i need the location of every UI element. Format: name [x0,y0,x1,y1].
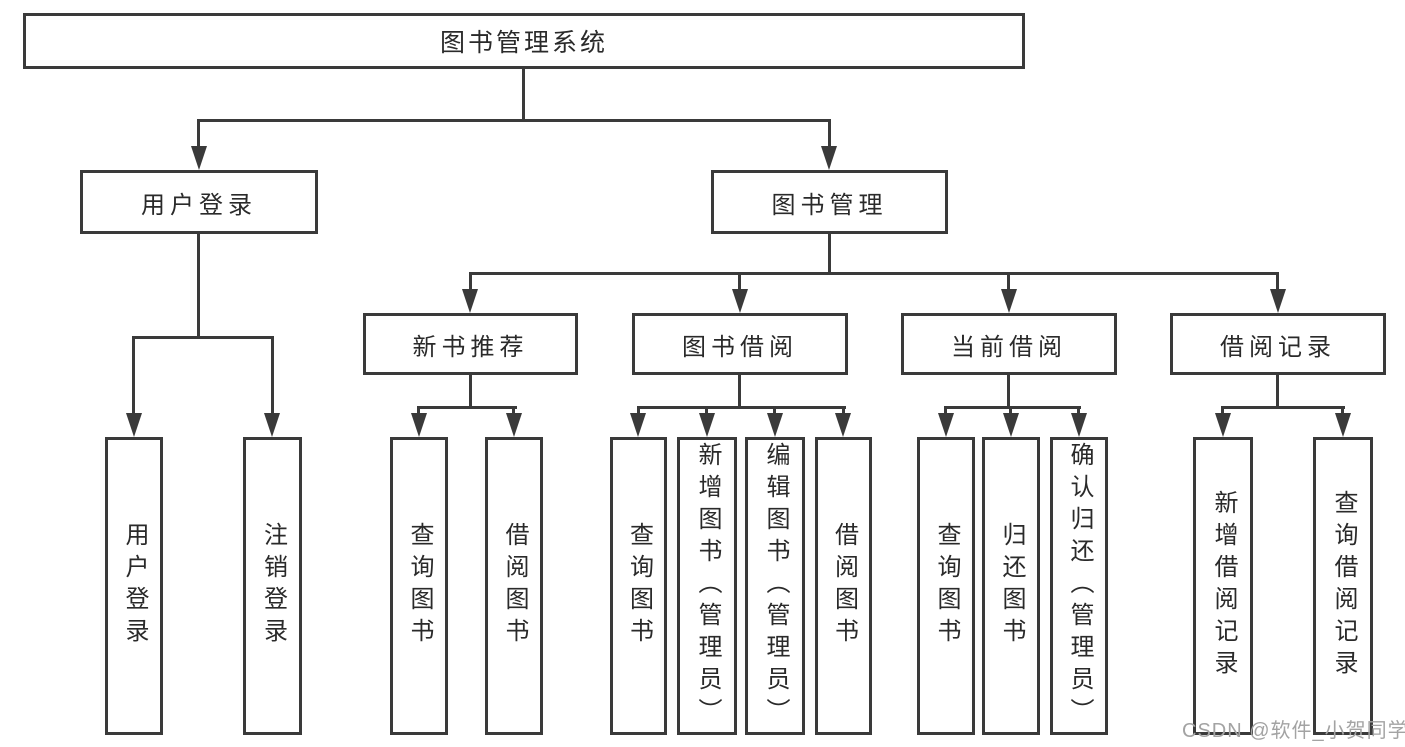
connector-vline [1007,272,1010,289]
connector-hline [944,406,1081,409]
connector-vline [1221,406,1224,415]
arrowhead-down [126,413,142,437]
arrowhead-down [1003,413,1019,437]
leaf-query-books-recommend: 查询图书 [390,437,448,735]
arrowhead-down [767,413,783,437]
arrowhead-down [462,289,478,313]
leaf-borrow-books-recommend: 借阅图书 [485,437,543,735]
arrowhead-down [938,413,954,437]
leaf-borrow-books-label: 借阅图书 [830,522,858,650]
leaf-query-books-current-label: 查询图书 [933,522,960,650]
arrowhead-down [835,413,851,437]
arrowhead-down [630,413,646,437]
node-book-borrowing: 图书借阅 [632,313,848,375]
connector-vline [637,406,640,415]
leaf-query-books-borrow-label: 查询图书 [625,522,653,650]
leaf-query-books-current: 查询图书 [917,437,975,735]
node-current-borrowing: 当前借阅 [901,313,1117,375]
connector-hline [417,406,517,409]
node-borrowing-records: 借阅记录 [1170,313,1386,375]
leaf-add-borrow-record: 新增借阅记录 [1193,437,1253,735]
leaf-edit-books-admin: 编辑图书（管理员） [745,437,805,735]
arrowhead-down [1335,413,1351,437]
connector-vline [132,336,135,413]
connector-vline [1276,272,1279,289]
node-current-borrowing-label: 当前借阅 [951,333,1067,361]
connector-hline [469,272,1279,275]
connector-vline [469,272,472,289]
arrowhead-down [411,413,427,437]
leaf-confirm-return-admin: 确认归还（管理员） [1050,437,1108,735]
node-library-management-system-label: 图书管理系统 [439,29,608,57]
arrowhead-down [1071,413,1087,437]
connector-vline [197,119,200,148]
arrowhead-down [699,413,715,437]
connector-vline [512,406,515,415]
connector-vline [417,406,420,415]
leaf-borrow-books: 借阅图书 [815,437,872,735]
connector-vline [738,375,741,406]
leaf-logout: 注销登录 [243,437,302,735]
connector-vline [1077,406,1080,415]
arrowhead-down [732,289,748,313]
connector-vline [469,375,472,406]
leaf-add-borrow-record-label: 新增借阅记录 [1210,490,1237,682]
connector-hline [1221,406,1345,409]
node-book-borrowing-label: 图书借阅 [682,333,798,361]
node-book-management-label: 图书管理 [771,191,888,219]
leaf-logout-label: 注销登录 [259,522,287,650]
node-library-management-system: 图书管理系统 [23,13,1025,69]
connector-vline [828,234,831,273]
connector-vline [1341,406,1344,415]
leaf-query-borrow-record: 查询借阅记录 [1313,437,1373,735]
arrowhead-down [1270,289,1286,313]
connector-vline [738,272,741,289]
connector-vline [522,69,525,119]
arrowhead-down [264,413,280,437]
leaf-return-books: 归还图书 [982,437,1040,735]
leaf-confirm-return-admin-label: 确认归还（管理员） [1066,442,1093,730]
leaf-add-books-admin-label: 新增图书（管理员） [694,442,721,730]
connector-vline [842,406,845,415]
connector-vline [944,406,947,415]
connector-hline [637,406,846,409]
connector-hline [132,336,274,339]
leaf-user-login: 用户登录 [105,437,163,735]
connector-vline [1007,375,1010,406]
arrowhead-down [1215,413,1231,437]
connector-vline [197,234,200,336]
connector-vline [1276,375,1279,406]
node-new-book-recommendation-label: 新书推荐 [412,333,529,361]
leaf-query-books-borrow: 查询图书 [610,437,667,735]
connector-vline [705,406,708,415]
node-borrowing-records-label: 借阅记录 [1220,333,1336,361]
connector-vline [773,406,776,415]
leaf-return-books-label: 归还图书 [998,522,1025,650]
leaf-edit-books-admin-label: 编辑图书（管理员） [762,442,789,730]
leaf-user-login-label: 用户登录 [121,522,148,650]
leaf-query-borrow-record-label: 查询借阅记录 [1330,490,1357,682]
arrowhead-down [506,413,522,437]
arrowhead-down [1001,289,1017,313]
connector-vline [271,336,274,413]
node-new-book-recommendation: 新书推荐 [363,313,578,375]
csdn-watermark: CSDN @软件_小贺同学 [1182,720,1405,742]
arrowhead-down [191,146,207,170]
node-user-login-label: 用户登录 [141,191,257,219]
connector-hline [197,119,831,122]
node-user-login: 用户登录 [80,170,318,234]
arrowhead-down [821,146,837,170]
connector-vline [1009,406,1012,415]
node-book-management: 图书管理 [711,170,948,234]
leaf-query-books-recommend-label: 查询图书 [406,522,433,650]
leaf-borrow-books-recommend-label: 借阅图书 [501,522,528,650]
connector-vline [828,119,831,148]
leaf-add-books-admin: 新增图书（管理员） [677,437,737,735]
